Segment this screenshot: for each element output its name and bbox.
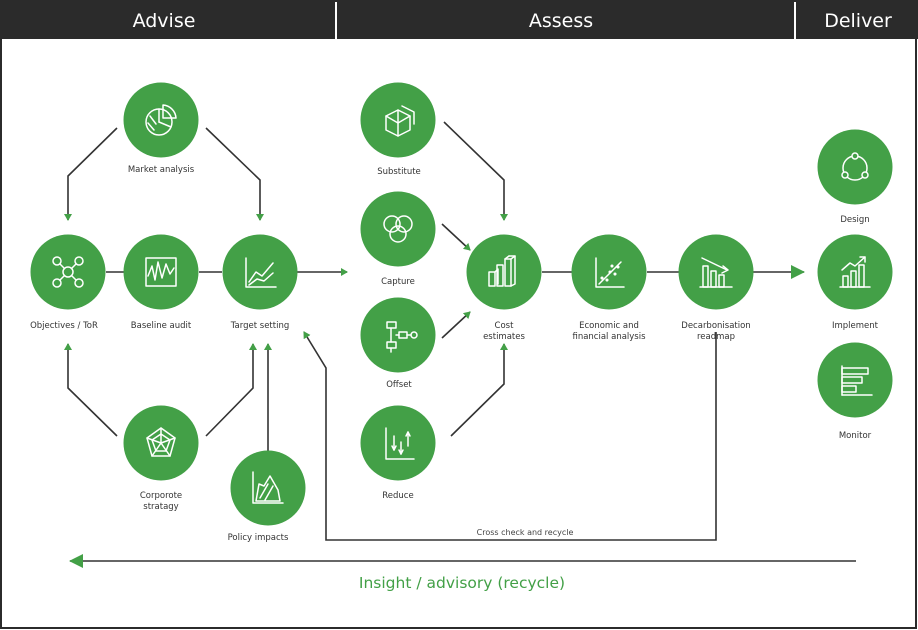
offset-label: Offset bbox=[386, 380, 412, 390]
arrow-strategy-to-target bbox=[205, 343, 257, 437]
network-icon bbox=[52, 256, 84, 288]
monitor-label: Monitor bbox=[839, 431, 872, 441]
pie-chart-icon bbox=[145, 104, 177, 136]
node-circle bbox=[817, 129, 893, 205]
node-offset: Offset bbox=[360, 297, 436, 390]
node-market-analysis: Market analysis bbox=[123, 82, 199, 175]
substitute-label: Substitute bbox=[377, 167, 421, 177]
corporate-strategy-label-2: stratagy bbox=[143, 502, 178, 512]
deliver-header-bg bbox=[796, 0, 918, 39]
node-circle bbox=[360, 405, 436, 481]
assess-header: Assess bbox=[529, 10, 593, 32]
horizontal-bar-chart-icon bbox=[841, 365, 873, 396]
connectors bbox=[64, 121, 856, 568]
policy-impacts-label: Policy impacts bbox=[228, 533, 289, 543]
venn-diagram-icon bbox=[383, 215, 413, 243]
phase-header-bar: Advise Assess Deliver bbox=[0, 0, 918, 39]
area-chart-icon bbox=[252, 471, 284, 504]
line-chart-icon bbox=[245, 257, 277, 288]
node-circle bbox=[466, 234, 542, 310]
advise-header-bg bbox=[0, 0, 335, 39]
waveform-chart-icon bbox=[145, 257, 177, 287]
arrow-strategy-to-objectives bbox=[64, 343, 118, 437]
market-analysis-label: Market analysis bbox=[128, 165, 195, 175]
deliver-header: Deliver bbox=[824, 10, 892, 32]
cross-check-label: Cross check and recycle bbox=[477, 528, 574, 537]
arrow-reduce-to-cost bbox=[450, 343, 508, 437]
decarbonisation-label-1: Decarbonisation bbox=[681, 321, 750, 331]
advise-header: Advise bbox=[133, 10, 196, 32]
node-substitute: Substitute bbox=[360, 82, 436, 177]
node-circle bbox=[30, 234, 106, 310]
scatter-trend-icon bbox=[595, 257, 625, 288]
node-baseline-audit: Baseline audit bbox=[123, 234, 199, 331]
declining-bar-chart-icon bbox=[699, 257, 733, 288]
node-circle bbox=[222, 234, 298, 310]
assess-header-bg bbox=[337, 0, 794, 39]
objectives-label: Objectives / ToR bbox=[30, 321, 98, 331]
corporate-strategy-label-1: Corporote bbox=[140, 491, 182, 501]
node-design: Design bbox=[817, 129, 893, 225]
node-policy-impacts: Policy impacts bbox=[228, 450, 306, 543]
decarbonisation-label-2: readmap bbox=[697, 332, 735, 342]
economic-analysis-label-2: financial analysis bbox=[572, 332, 646, 342]
arrow-market-to-objectives bbox=[64, 127, 118, 221]
node-circle bbox=[230, 450, 306, 526]
node-circle bbox=[123, 82, 199, 158]
target-setting-label: Target setting bbox=[230, 321, 289, 331]
node-monitor: Monitor bbox=[817, 342, 893, 441]
3d-bar-chart-icon bbox=[488, 255, 516, 287]
economic-analysis-label-1: Economic and bbox=[579, 321, 639, 331]
flowchart-icon bbox=[386, 321, 418, 353]
insight-label: Insight / advisory (recycle) bbox=[359, 574, 565, 592]
reduce-label: Reduce bbox=[382, 491, 413, 501]
arrow-market-to-target bbox=[205, 127, 264, 221]
node-target-setting: Target setting bbox=[222, 234, 298, 331]
3d-pie-icon bbox=[385, 105, 415, 137]
cost-estimates-label-1: Cost bbox=[495, 321, 515, 331]
growth-bar-chart-icon bbox=[839, 256, 871, 288]
node-economic-analysis: Economic and financial analysis bbox=[571, 234, 647, 342]
node-circle bbox=[817, 342, 893, 418]
capture-label: Capture bbox=[381, 277, 415, 287]
arrow-capture-to-cost bbox=[441, 223, 471, 251]
arrow-substitute-to-cost bbox=[443, 121, 508, 221]
node-capture: Capture bbox=[360, 191, 436, 287]
radar-chart-icon bbox=[146, 427, 176, 457]
cost-estimates-label-2: estimates bbox=[483, 332, 525, 342]
implement-label: Implement bbox=[832, 321, 879, 331]
cycle-icon bbox=[841, 152, 869, 181]
node-cost-estimates: Cost estimates bbox=[466, 234, 542, 342]
design-label: Design bbox=[840, 215, 869, 225]
cross-check-loop bbox=[303, 331, 717, 541]
node-implement: Implement bbox=[817, 234, 893, 331]
node-corporate-strategy: Corporote stratagy bbox=[123, 405, 199, 512]
node-objectives: Objectives / ToR bbox=[30, 234, 106, 331]
arrow-offset-to-cost bbox=[441, 311, 471, 339]
baseline-audit-label: Baseline audit bbox=[131, 321, 192, 331]
candlestick-chart-icon bbox=[385, 427, 415, 460]
node-decarbonisation-roadmap: Decarbonisation readmap bbox=[678, 234, 754, 342]
node-circle bbox=[817, 234, 893, 310]
node-reduce: Reduce bbox=[360, 405, 436, 501]
